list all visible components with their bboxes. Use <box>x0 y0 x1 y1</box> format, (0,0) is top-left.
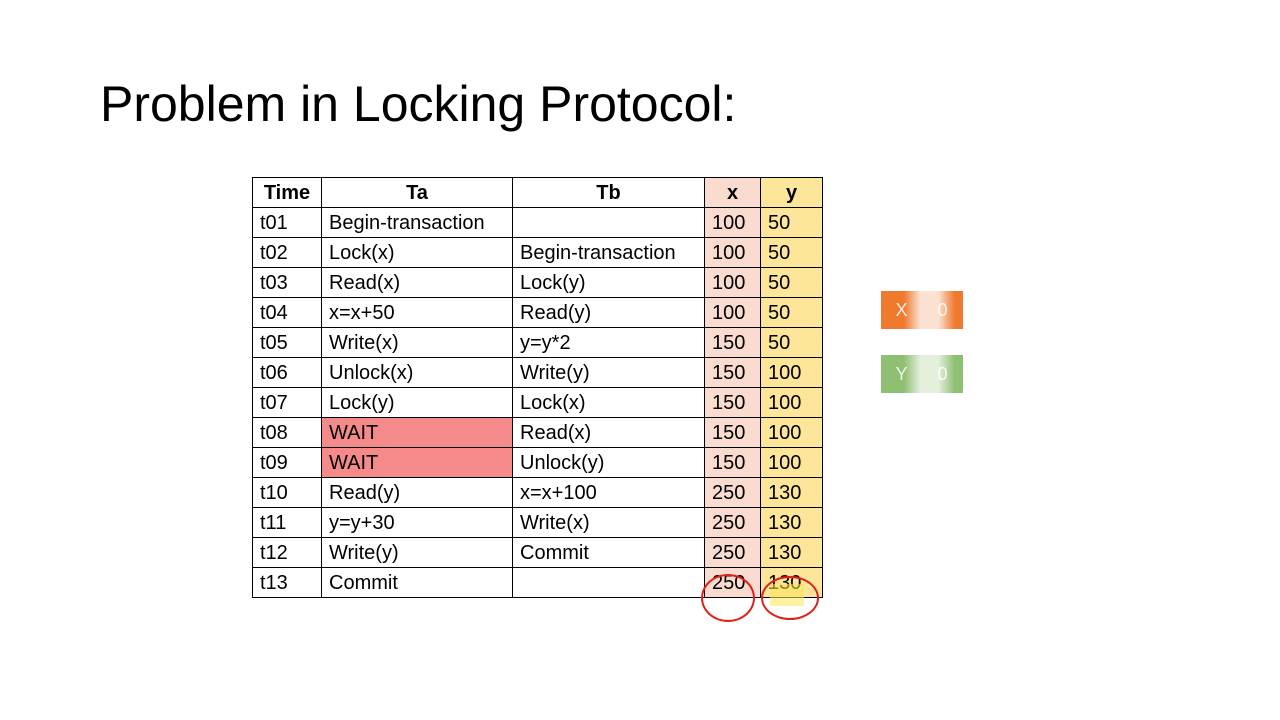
x-value-cell: 250 <box>704 507 761 538</box>
header-y: y <box>760 177 823 208</box>
x-value-cell: 100 <box>704 207 761 238</box>
x-value-cell: 250 <box>704 537 761 568</box>
variable-y-label: Y <box>895 363 908 384</box>
y-value-cell: 130 <box>760 507 823 538</box>
y-value-cell: 130 <box>760 567 823 598</box>
table-header-row: Time Ta Tb x y <box>252 177 823 208</box>
time-cell: t07 <box>252 387 322 418</box>
x-value-cell: 150 <box>704 357 761 388</box>
x-value-cell: 150 <box>704 387 761 418</box>
ta-cell: WAIT <box>321 447 513 478</box>
variable-y-value: 0 <box>937 363 948 384</box>
time-cell: t05 <box>252 327 322 358</box>
ta-cell: y=y+30 <box>321 507 513 538</box>
time-cell: t01 <box>252 207 322 238</box>
tb-cell: Read(y) <box>512 297 705 328</box>
time-cell: t02 <box>252 237 322 268</box>
ta-cell: Read(y) <box>321 477 513 508</box>
x-value-cell: 100 <box>704 237 761 268</box>
x-value-cell: 250 <box>704 477 761 508</box>
time-cell: t13 <box>252 567 322 598</box>
ta-cell: Write(y) <box>321 537 513 568</box>
tb-cell: Lock(x) <box>512 387 705 418</box>
ta-cell: Read(x) <box>321 267 513 298</box>
tb-cell: Lock(y) <box>512 267 705 298</box>
x-value-cell: 100 <box>704 267 761 298</box>
variable-x-value: 0 <box>937 299 948 320</box>
tb-cell: Begin-transaction <box>512 237 705 268</box>
x-value-cell: 250 <box>704 567 761 598</box>
time-cell: t06 <box>252 357 322 388</box>
ta-cell: Lock(y) <box>321 387 513 418</box>
y-value-cell: 100 <box>760 447 823 478</box>
y-value-cell: 50 <box>760 237 823 268</box>
ta-cell: Begin-transaction <box>321 207 513 238</box>
ta-cell: x=x+50 <box>321 297 513 328</box>
ta-cell: WAIT <box>321 417 513 448</box>
time-cell: t11 <box>252 507 322 538</box>
time-cell: t04 <box>252 297 322 328</box>
header-ta: Ta <box>321 177 513 208</box>
x-value-cell: 150 <box>704 327 761 358</box>
x-value-cell: 150 <box>704 447 761 478</box>
variable-x-label: X <box>895 299 908 320</box>
y-value-cell: 50 <box>760 327 823 358</box>
variable-y-box: Y 0 <box>881 355 963 393</box>
tb-cell: Write(x) <box>512 507 705 538</box>
y-value-cell: 100 <box>760 357 823 388</box>
tb-cell: Write(y) <box>512 357 705 388</box>
tb-cell: x=x+100 <box>512 477 705 508</box>
tb-cell: Unlock(y) <box>512 447 705 478</box>
variable-x-box: X 0 <box>881 291 963 329</box>
ta-cell: Unlock(x) <box>321 357 513 388</box>
y-value-cell: 100 <box>760 387 823 418</box>
time-cell: t08 <box>252 417 322 448</box>
tb-cell <box>512 567 705 598</box>
time-cell: t03 <box>252 267 322 298</box>
tb-cell <box>512 207 705 238</box>
x-value-cell: 150 <box>704 417 761 448</box>
y-value-cell: 50 <box>760 297 823 328</box>
tb-cell: y=y*2 <box>512 327 705 358</box>
time-cell: t10 <box>252 477 322 508</box>
y-value-cell: 50 <box>760 207 823 238</box>
time-cell: t12 <box>252 537 322 568</box>
slide-title: Problem in Locking Protocol: <box>100 76 737 132</box>
header-x: x <box>704 177 761 208</box>
tb-cell: Read(x) <box>512 417 705 448</box>
ta-cell: Lock(x) <box>321 237 513 268</box>
header-tb: Tb <box>512 177 705 208</box>
time-cell: t09 <box>252 447 322 478</box>
header-time: Time <box>252 177 322 208</box>
y-value-cell: 50 <box>760 267 823 298</box>
tb-cell: Commit <box>512 537 705 568</box>
ta-cell: Commit <box>321 567 513 598</box>
y-value-cell: 130 <box>760 537 823 568</box>
x-value-cell: 100 <box>704 297 761 328</box>
y-value-cell: 130 <box>760 477 823 508</box>
ta-cell: Write(x) <box>321 327 513 358</box>
y-value-cell: 100 <box>760 417 823 448</box>
